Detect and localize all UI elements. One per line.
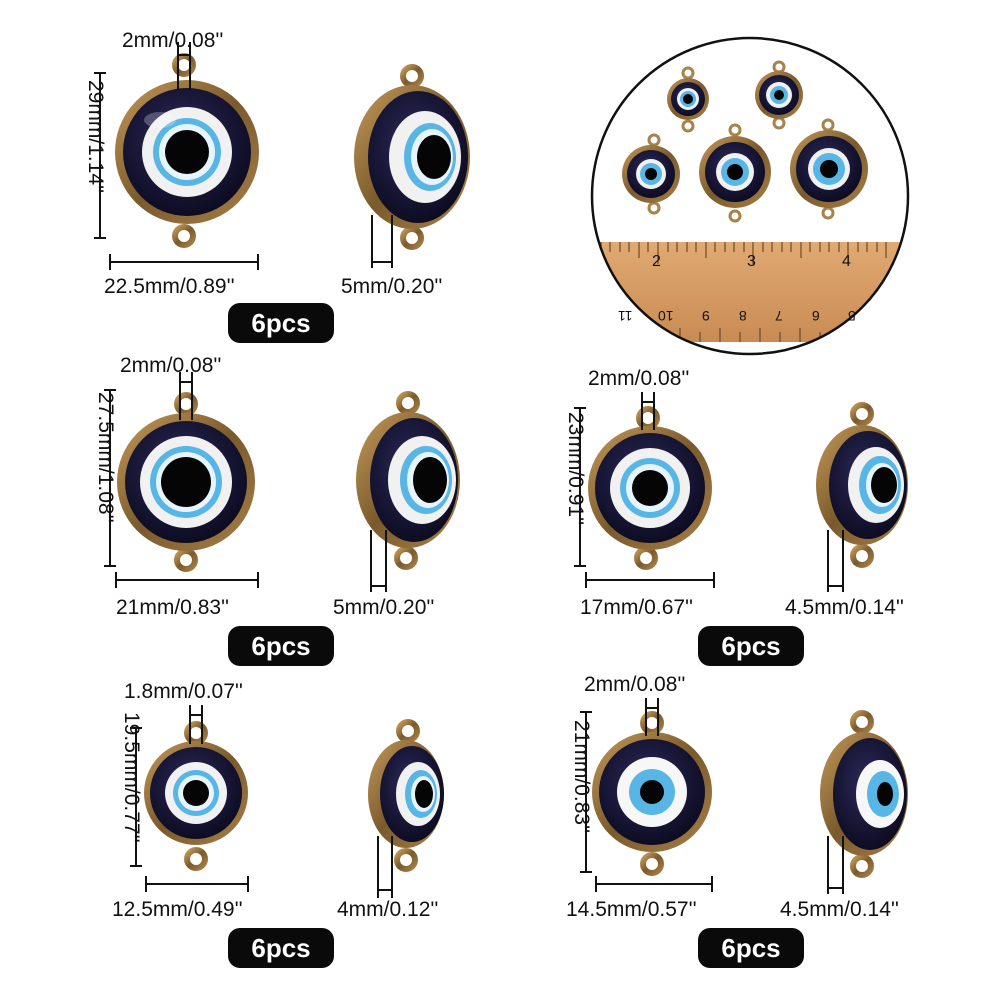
charm-3-side	[816, 402, 908, 568]
inset-charm-1	[667, 66, 709, 133]
charm-1-front	[115, 53, 259, 248]
top-loop-dimension: 2mm/0.08''	[588, 367, 690, 390]
charm-2-side	[356, 391, 460, 570]
width-dimension: 21mm/0.83''	[116, 596, 230, 619]
charm-3-front	[588, 406, 712, 570]
thickness-dimension: 4.5mm/0.14''	[780, 898, 899, 921]
quantity-badge: 6pcs	[228, 303, 334, 343]
thickness-dimension: 4mm/0.12''	[337, 898, 439, 921]
quantity-badge: 6pcs	[698, 928, 804, 968]
height-dimension: 29mm/1.14''	[84, 80, 107, 194]
ruler-number: 2	[652, 253, 661, 270]
top-loop-dimension: 1.8mm/0.07''	[124, 680, 243, 703]
charm-2-front	[117, 392, 255, 572]
height-dimension: 19.5mm/0.77''	[120, 712, 143, 843]
inset-charm-5	[790, 118, 868, 220]
ruler-number: 9	[702, 308, 710, 324]
dimension-lines-1	[94, 42, 393, 270]
width-dimension: 12.5mm/0.49''	[112, 898, 243, 921]
height-dimension: 21mm/0.83''	[570, 720, 593, 834]
ruler-number: 10	[658, 308, 674, 324]
top-loop-dimension: 2mm/0.08''	[584, 673, 686, 696]
inset-charm-2	[755, 60, 803, 130]
width-dimension: 22.5mm/0.89''	[104, 275, 235, 298]
charm-5-side	[820, 710, 908, 878]
quantity-badge: 6pcs	[698, 626, 804, 666]
quantity-badge: 6pcs	[228, 928, 334, 968]
thickness-dimension: 4.5mm/0.14''	[785, 596, 904, 619]
ruler-number: 4	[842, 253, 851, 270]
width-dimension: 14.5mm/0.57''	[566, 898, 697, 921]
ruler-number: 3	[747, 253, 756, 270]
dimension-lines-2	[104, 372, 387, 592]
height-dimension: 27.5mm/1.08''	[94, 392, 117, 523]
charm-1-side	[354, 64, 470, 250]
thickness-dimension: 5mm/0.20''	[333, 596, 435, 619]
height-dimension: 23mm/0.91''	[564, 412, 587, 526]
ruler-number: 11	[618, 308, 633, 324]
dimension-lines-4	[130, 705, 393, 898]
charm-5-front	[592, 711, 712, 876]
thickness-dimension: 5mm/0.20''	[341, 275, 443, 298]
inset-charm-3	[622, 133, 680, 215]
dimension-lines-5	[580, 698, 844, 894]
inset-charm-4	[699, 123, 771, 223]
width-dimension: 17mm/0.67''	[580, 596, 694, 619]
quantity-badge: 6pcs	[228, 626, 334, 666]
top-loop-dimension: 2mm/0.08''	[122, 29, 224, 52]
charm-4-side	[368, 719, 444, 872]
ruler-number: 5	[848, 308, 856, 324]
charm-4-front	[144, 721, 248, 871]
ruler-number: 8	[739, 308, 747, 324]
top-loop-dimension: 2mm/0.08''	[120, 354, 222, 377]
dimension-lines-3	[574, 392, 844, 592]
ruler-number: 7	[775, 308, 783, 324]
ruler-number: 6	[812, 308, 820, 324]
